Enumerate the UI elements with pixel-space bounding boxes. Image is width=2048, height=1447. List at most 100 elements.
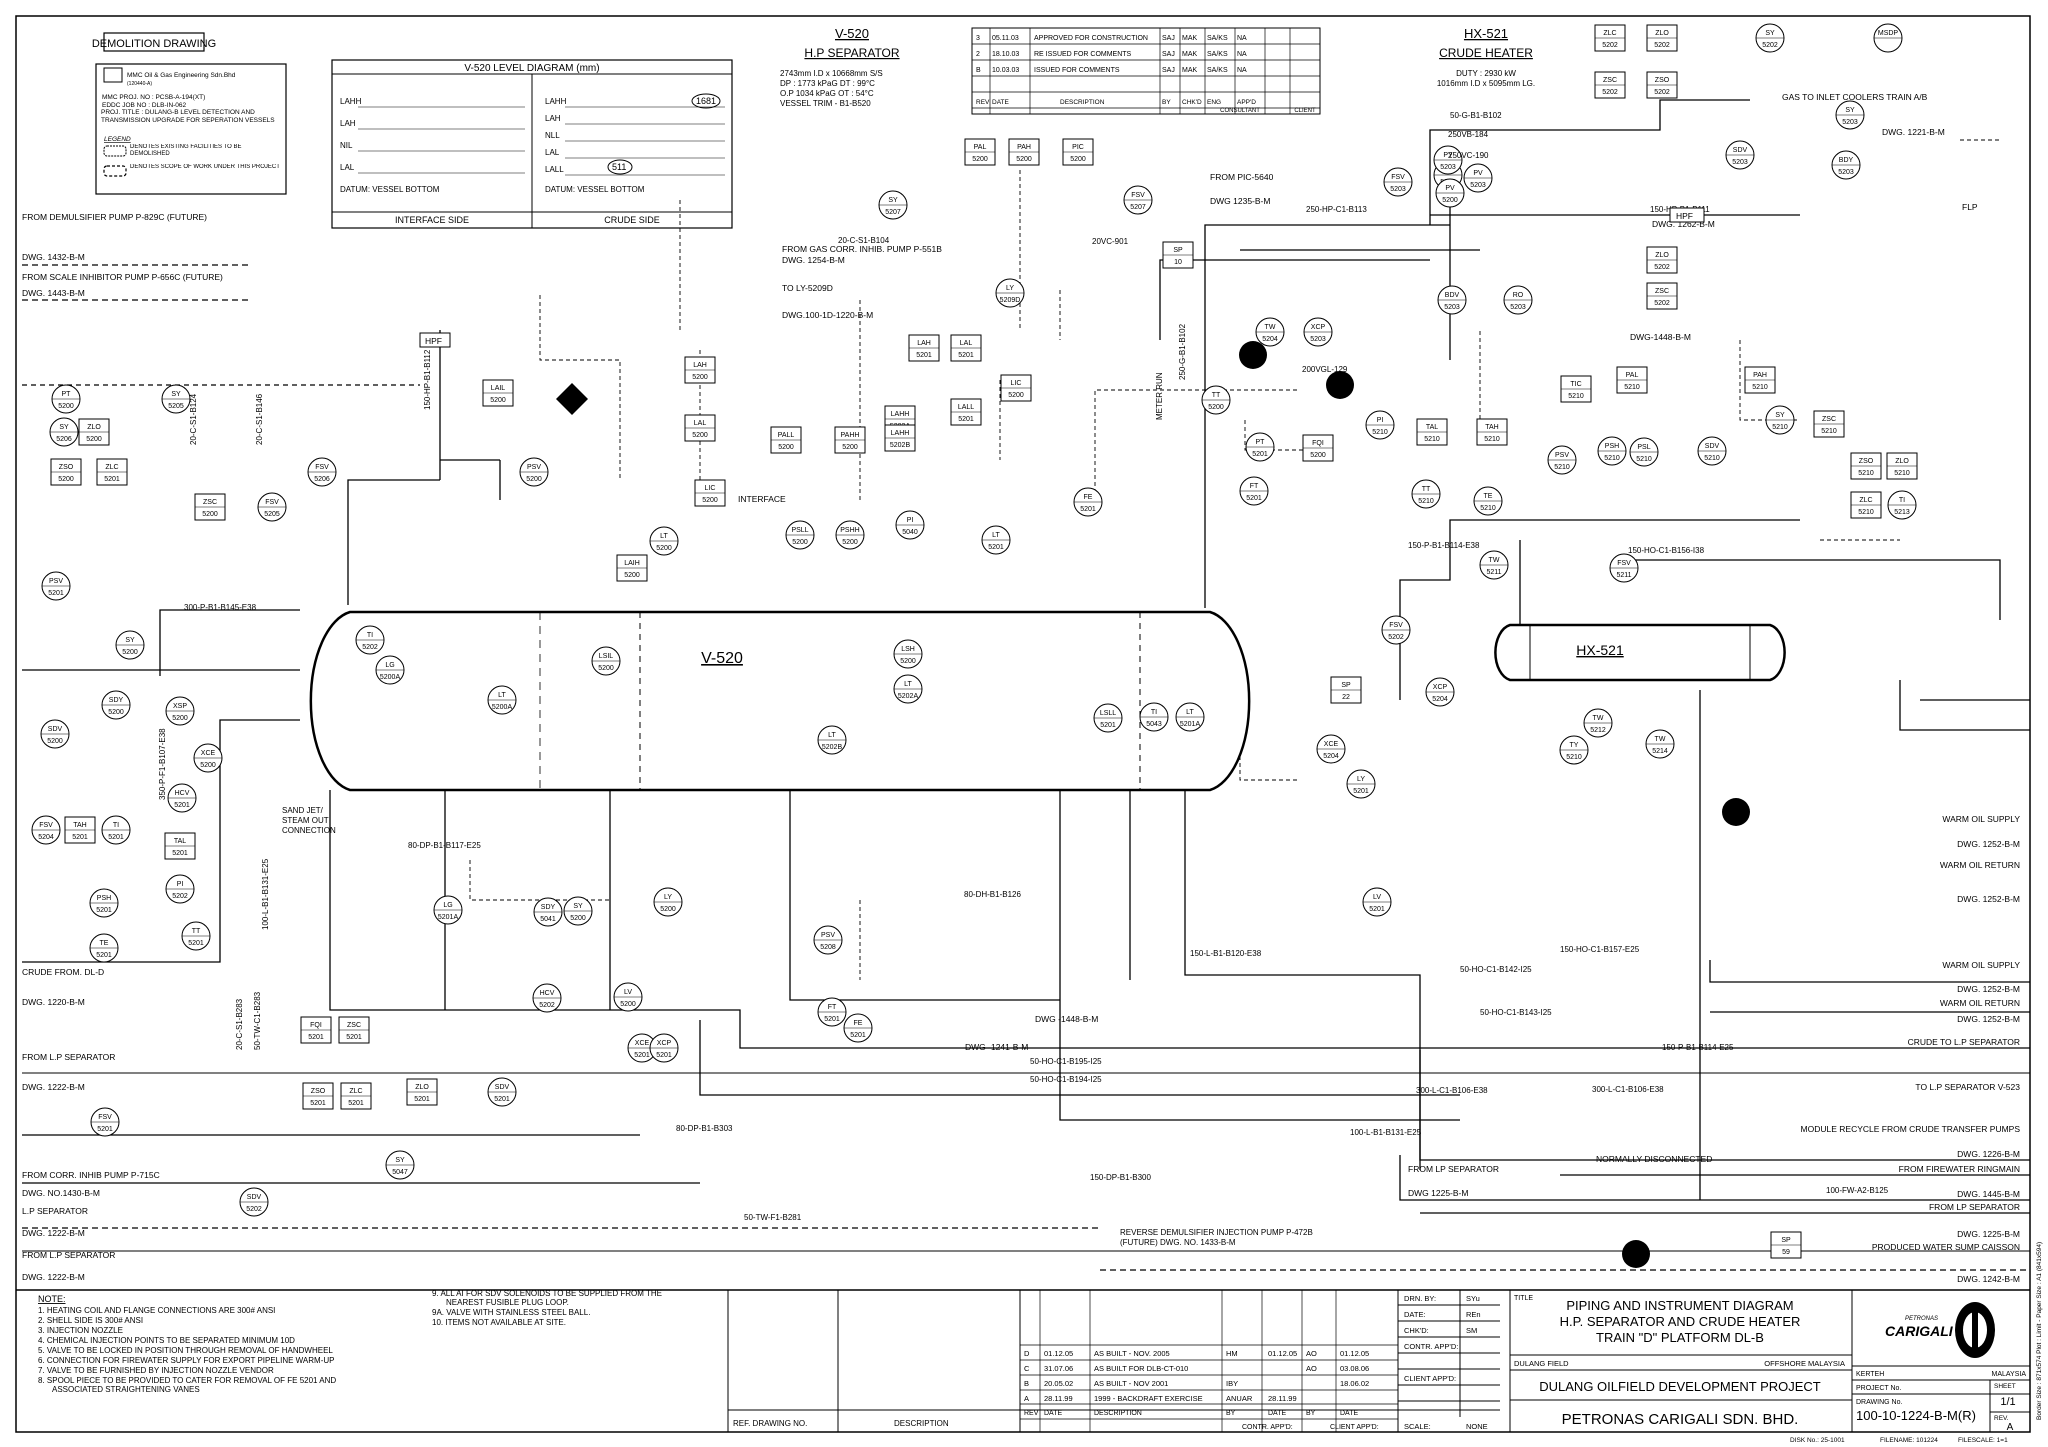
dwg-1220: DWG. 1220-B-M	[22, 997, 85, 1007]
instrument-tag: FSV	[1131, 192, 1145, 199]
instrument-tag: LY	[664, 894, 672, 901]
instrument-tag: PSLL	[791, 527, 808, 534]
instrument-number: 5203	[1470, 182, 1486, 189]
title-rev-cell: 01.12.05	[1268, 1349, 1297, 1358]
instrument-number: 5204	[38, 834, 54, 841]
offshore-label: OFFSHORE MALAYSIA	[1764, 1359, 1845, 1368]
instrument-tag: PY	[1443, 152, 1453, 159]
instrument-number: 5210	[1636, 456, 1652, 463]
line-number: 50-HO-C1-B194-I25	[1030, 1075, 1102, 1084]
title-rev-cell: A	[1024, 1394, 1029, 1403]
consultant-label: CONSULTANT	[1220, 108, 1260, 114]
lp-sep: L.P SEPARATOR	[22, 1206, 88, 1216]
line-number: 50-G-B1-B102	[1450, 111, 1502, 120]
instrument-number: 5200	[972, 156, 988, 163]
instrument-number: 5200	[200, 762, 216, 769]
instrument-tag: TE	[1484, 493, 1493, 500]
instrument-tag: PAHH	[841, 432, 860, 439]
from-gas-corr: FROM GAS CORR. INHIB. PUMP P-551B	[782, 244, 942, 254]
note-line: 5. VALVE TO BE LOCKED IN POSITION THROUG…	[38, 1346, 333, 1355]
dwg-1445: DWG. 1445-B-M	[1957, 1189, 2020, 1199]
from-demulsifier: FROM DEMULSIFIER PUMP P-829C (FUTURE)	[22, 212, 207, 222]
instrument-number: 5202	[1654, 264, 1670, 271]
instrument-tag: PSV	[527, 464, 541, 471]
scale-label: SCALE:	[1404, 1422, 1431, 1431]
instrument-number: 5201	[1369, 906, 1385, 913]
instrument-tag: XCP	[657, 1040, 672, 1047]
title-rev-cell: 31.07.06	[1044, 1364, 1073, 1373]
instrument-number: 5201	[346, 1034, 362, 1041]
dwg-1448: DWG -1448-B-M	[1035, 1014, 1098, 1024]
field-label: DULANG FIELD	[1514, 1359, 1569, 1368]
title-rev-cell: HM	[1226, 1349, 1238, 1358]
dwg-100: DWG.100-1D-1220-B-M	[782, 310, 873, 320]
revision-cell: MAK	[1182, 35, 1198, 42]
instrument-number: 5210	[1894, 470, 1910, 477]
dwg-1242: DWG. 1242-B-M	[1957, 1274, 2020, 1284]
title-rev-cell: 28.11.99	[1268, 1394, 1297, 1403]
instrument-tag: PI	[907, 517, 914, 524]
instrument-tag: LT	[904, 681, 912, 688]
instrument-number: 5210	[1858, 509, 1874, 516]
instrument-tag: XCE	[635, 1040, 650, 1047]
instrument-tag: BDV	[1445, 292, 1460, 299]
demolish-marker	[1326, 371, 1354, 399]
instrument-tag: FQI	[310, 1022, 322, 1029]
instrument-number: 5201	[48, 590, 64, 597]
instrument-tag: FE	[854, 1020, 863, 1027]
demolition-block: DEMOLITION DRAWING MMC Oil & Gas Enginee…	[92, 32, 287, 195]
instrument-number: 5200	[1016, 156, 1032, 163]
client-appd-label: CLIENT APP'D:	[1404, 1374, 1456, 1383]
instrument-sp-59: SP 59	[1770, 1231, 1802, 1259]
title-rev-cell: AS BUILT FOR DLB-CT-010	[1094, 1364, 1188, 1373]
line-number: 50-HO-C1-B195-I25	[1030, 1057, 1102, 1066]
instrument-tag: LAL	[694, 420, 707, 427]
instrument-number: 5201	[988, 544, 1004, 551]
meter-run: METER RUN	[1155, 372, 1164, 420]
title-line-2: H.P. SEPARATOR AND CRUDE HEATER	[1560, 1314, 1801, 1329]
instrument-number: 5201	[348, 1100, 364, 1107]
instrument-tag: TW	[1593, 715, 1604, 722]
instrument-tag: LY	[1357, 776, 1365, 783]
instrument-tag: PSV	[1555, 452, 1569, 459]
instrument-number: 5201	[656, 1052, 672, 1059]
to-flp: FLP	[1962, 202, 1978, 212]
instrument-number: 5200	[656, 545, 672, 552]
crude-side-label: CRUDE SIDE	[604, 215, 660, 225]
line-number: 150-P-B1-B114-E25	[1662, 1043, 1734, 1052]
dwg-1235: DWG 1235-B-M	[1210, 196, 1270, 206]
line-number: 20-C-S1-B146	[255, 393, 264, 445]
instrument-number: 5200	[660, 906, 676, 913]
title-rev-header: BY	[1226, 1410, 1236, 1417]
title-rev-cell: 20.05.02	[1044, 1379, 1073, 1388]
title-line-1: PIPING AND INSTRUMENT DIAGRAM	[1566, 1298, 1793, 1313]
level-label: LAHH	[545, 97, 567, 106]
instrument-number: 5201	[958, 352, 974, 359]
project-title: DULANG OILFIELD DEVELOPMENT PROJECT	[1539, 1379, 1821, 1394]
line-number: 80-DP-B1-B303	[676, 1124, 733, 1133]
instrument-tag: LSIL	[599, 653, 614, 660]
level-label: LAHH	[340, 97, 362, 106]
hx521-spec-line1: DUTY : 2930 kW	[1456, 69, 1516, 78]
instrument-number: 59	[1782, 1249, 1790, 1256]
instrument-tag: PSHH	[840, 527, 859, 534]
instrument-tag: FSV	[265, 499, 279, 506]
instrument-number: 5200	[202, 511, 218, 518]
instrument-number: 5200	[1070, 156, 1086, 163]
line-number: 50-HO-C1-B143-I25	[1480, 1008, 1552, 1017]
ref-description: DESCRIPTION	[894, 1419, 949, 1428]
instrument-tag: SP	[1781, 1237, 1791, 1244]
instrument-tag: FQI	[1312, 440, 1324, 447]
instrument-number: 5200	[1008, 392, 1024, 399]
